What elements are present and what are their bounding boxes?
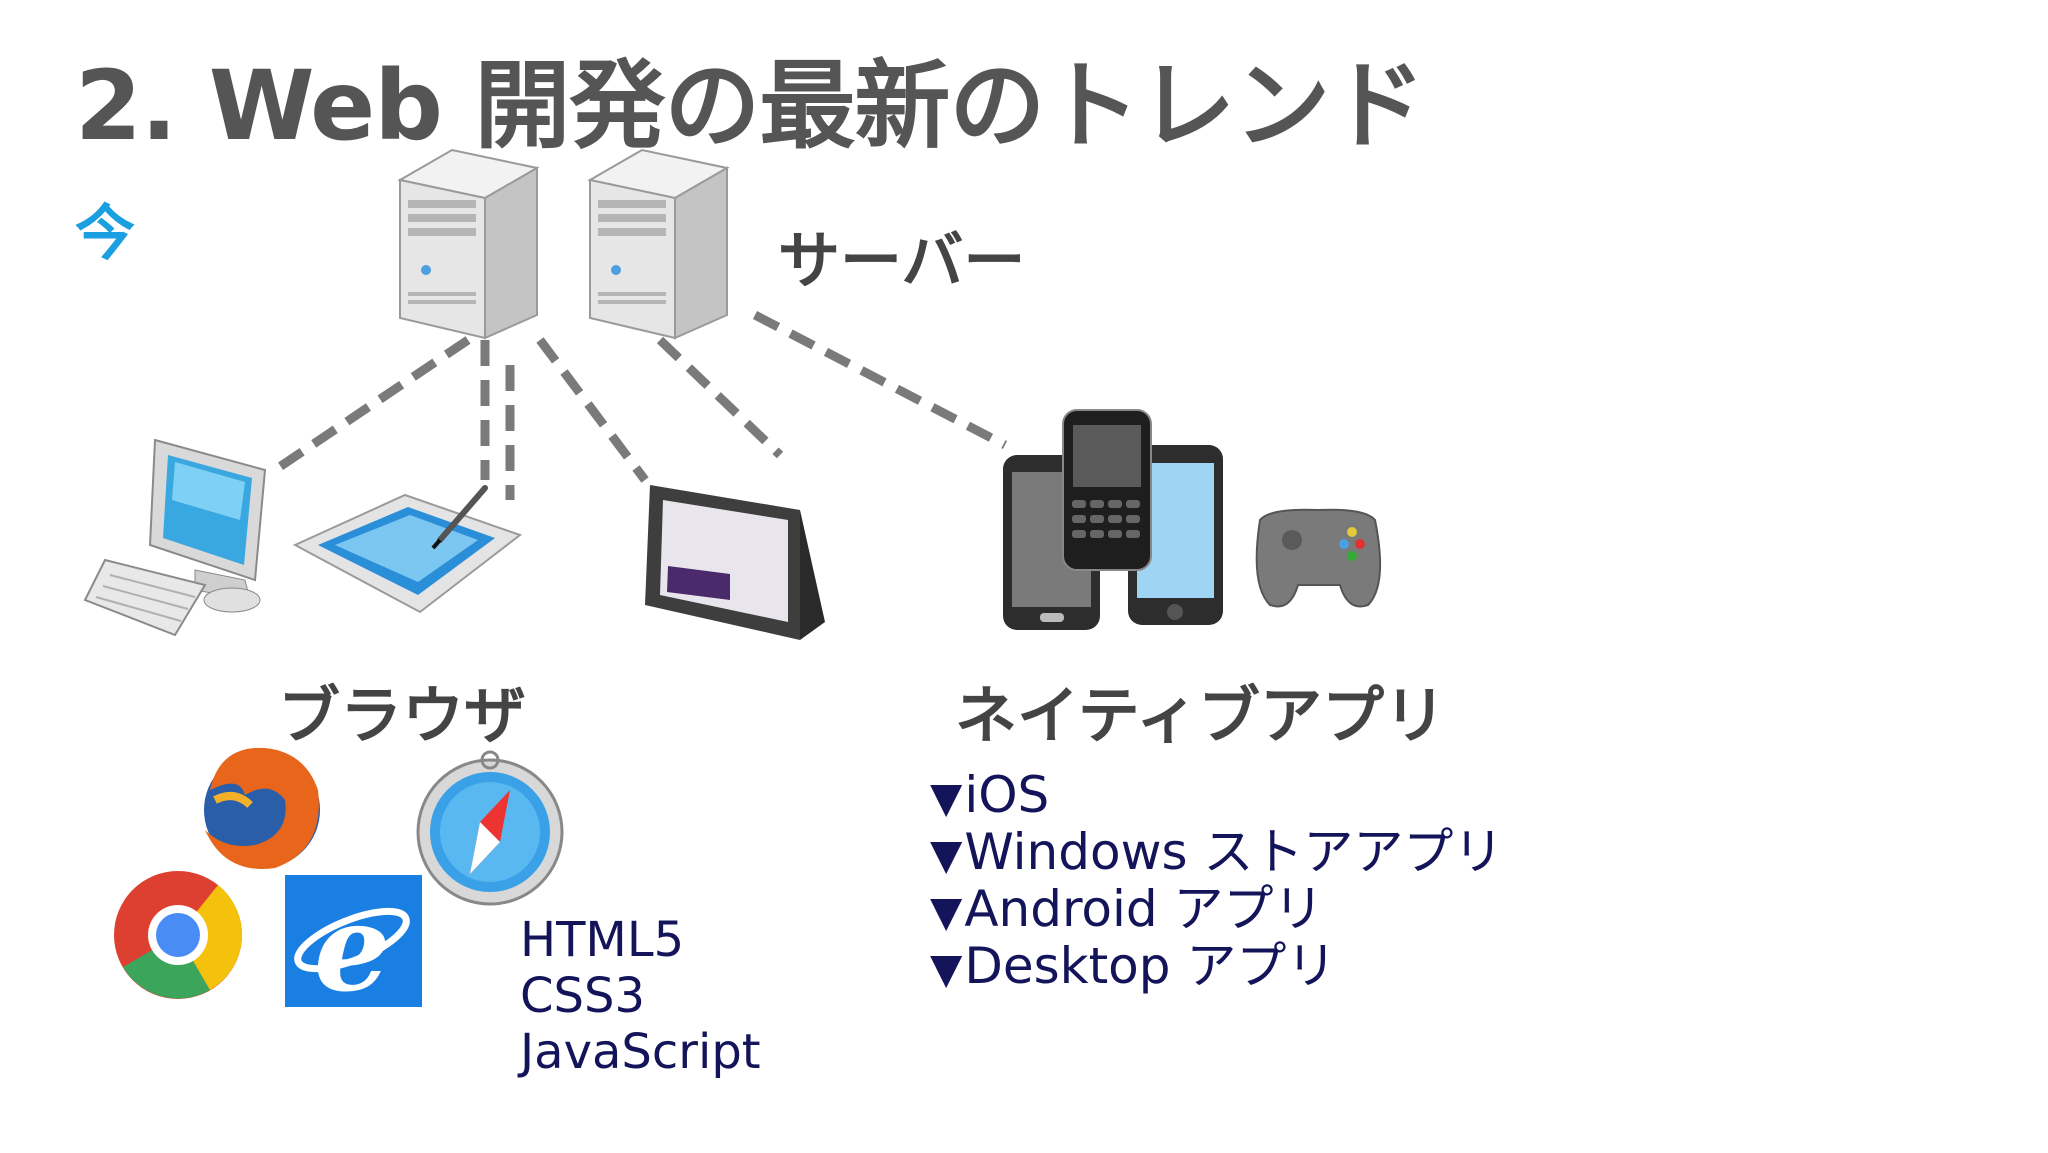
native-platform-list: ▼iOS ▼Windows ストアアプリ ▼Android アプリ ▼Deskt… [930,768,1503,996]
slate-tablet-icon [645,485,825,640]
connector-desktop [272,336,471,474]
slide-title: 2. Web 開発の最新のトレンド [75,50,1425,162]
section-label: 今 [75,199,135,269]
platform-item: ▼Android アプリ [930,880,1324,938]
safari-icon [416,750,564,906]
desktop-pc-icon [83,438,267,637]
platform-item: ▼iOS [930,766,1050,824]
server-icon [587,148,730,340]
platform-item: ▼Windows ストアアプリ [930,823,1504,881]
server-icon [397,148,540,340]
bullet-marker: ▼ [930,773,963,822]
server-label: サーバー [778,224,1026,297]
connector-phones [752,311,1008,449]
pen-tablet-icon [292,485,523,614]
bullet-marker: ▼ [930,830,963,879]
tech-item: CSS3 [520,968,645,1024]
ie-icon: e [285,875,422,1019]
browser-label: ブラウザ [278,679,527,752]
native-app-label: ネイティブアプリ [955,679,1447,752]
chrome-icon [114,871,242,999]
tech-item: JavaScript [520,1024,761,1080]
connector-slate-b [656,336,784,459]
bullet-marker: ▼ [930,944,963,993]
bullet-marker: ▼ [930,887,963,936]
platform-item: ▼Desktop アプリ [930,937,1337,995]
connector-slate-a [536,337,649,483]
firefox-icon [204,747,320,869]
gamepad-icon [1255,508,1382,608]
tech-item: HTML5 [520,912,685,968]
browser-tech-list: HTML5 CSS3 JavaScript [520,912,761,1080]
smartphones-icon [1003,409,1223,630]
connector-lines [272,311,1008,500]
